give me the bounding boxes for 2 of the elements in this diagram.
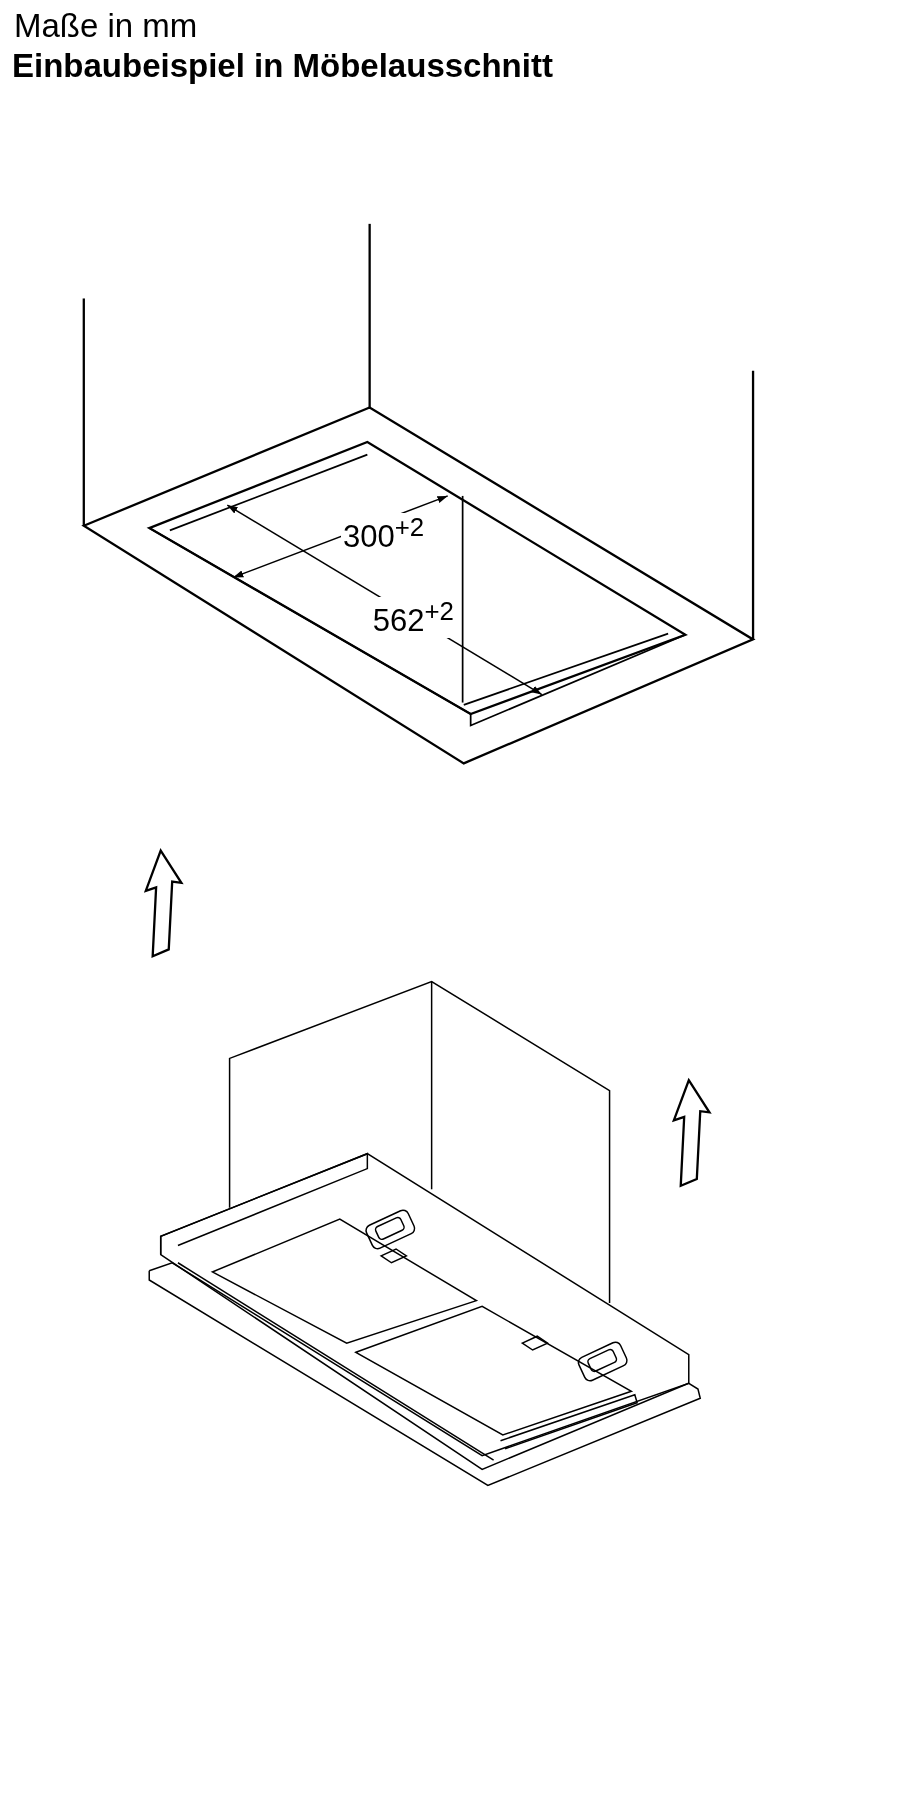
units-note: Maße in mm xyxy=(13,8,199,45)
heading: Einbaubeispiel in Möbelausschnitt xyxy=(12,48,553,85)
